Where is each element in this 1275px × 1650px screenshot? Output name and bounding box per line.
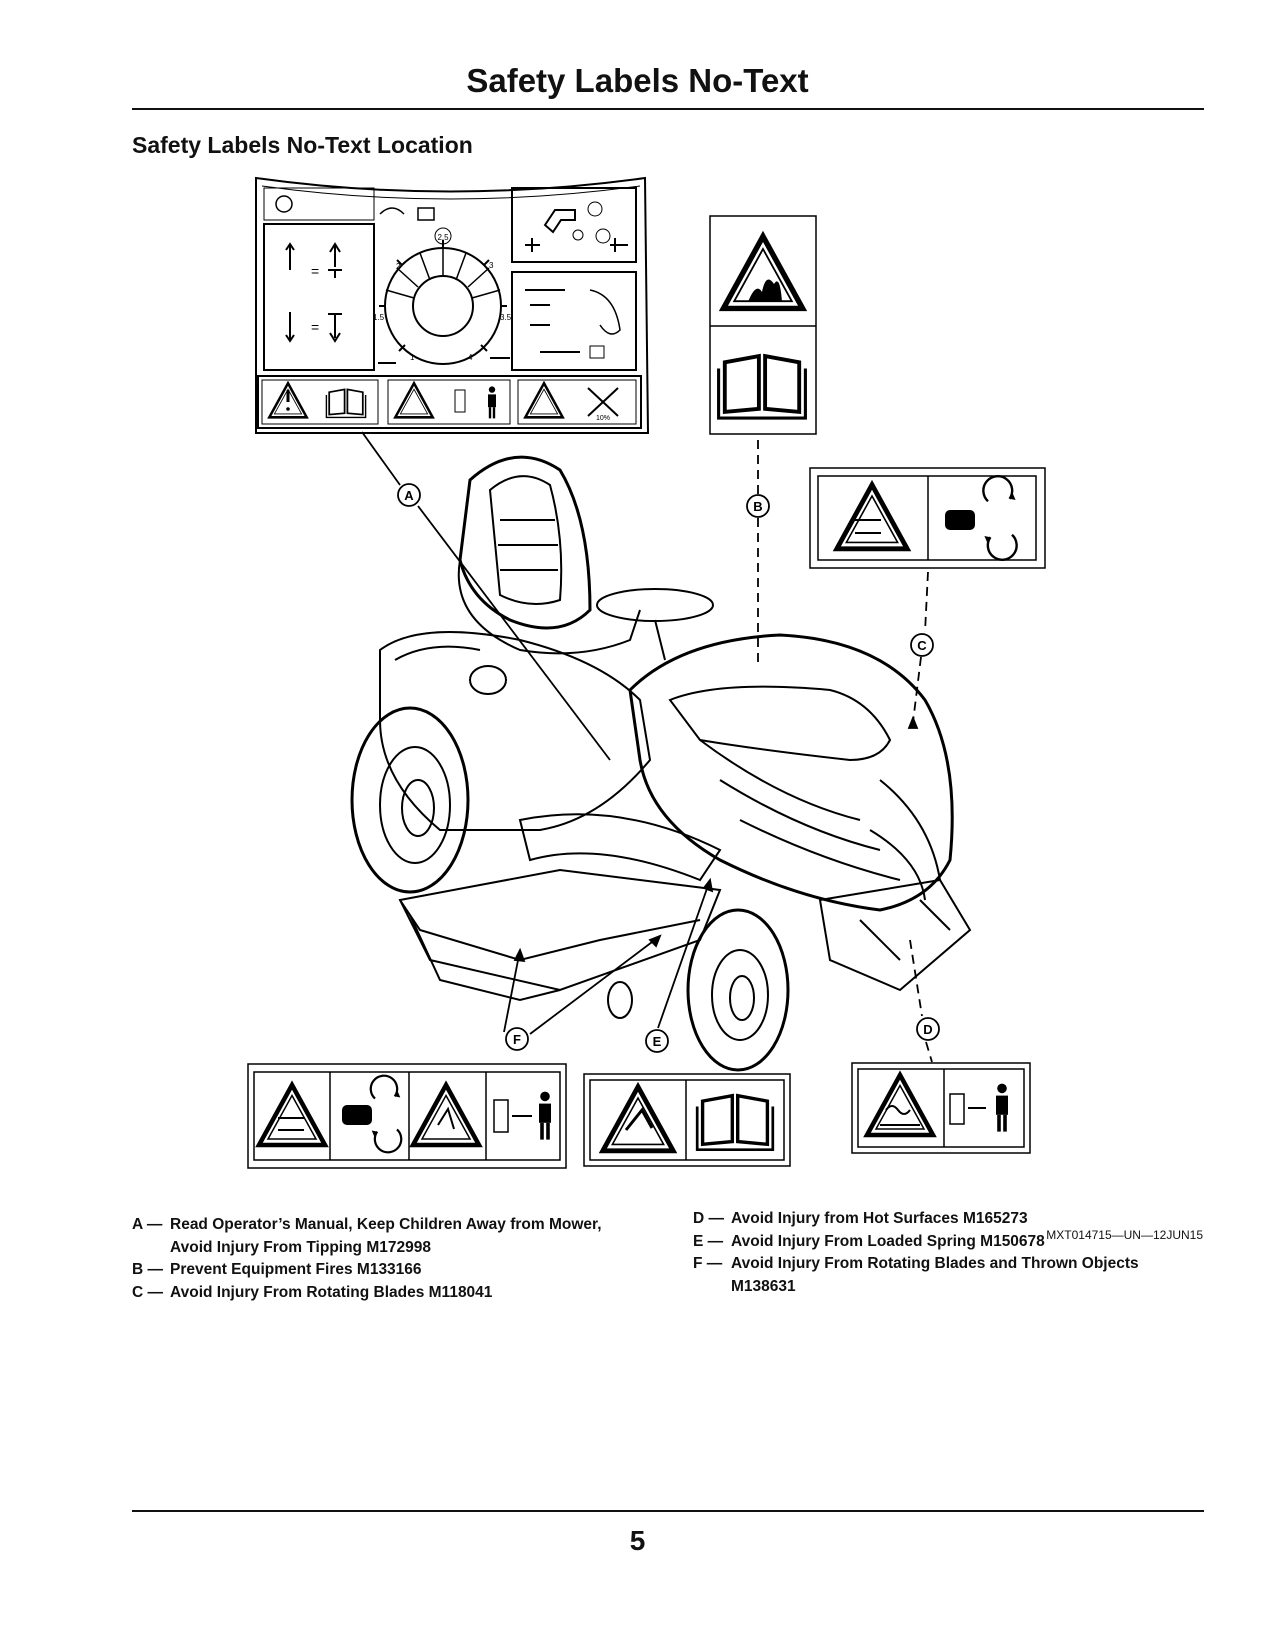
legend-item-c: C — Avoid Injury From Rotating Blades M1… xyxy=(132,1283,493,1301)
legend-item-d: D — Avoid Injury from Hot Surfaces M1652… xyxy=(693,1210,1028,1227)
svg-text:3.5: 3.5 xyxy=(500,313,512,322)
label-d-hot-surface-decal xyxy=(851,1062,1031,1154)
figure-id: MXT014715—UN—12JUN15 xyxy=(1046,1228,1203,1242)
svg-text:D: D xyxy=(923,1022,932,1037)
callout-d: D xyxy=(916,1017,940,1041)
label-f-blade-thrown-objects-decal xyxy=(247,1063,567,1169)
svg-text:E: E xyxy=(653,1034,662,1049)
speed-dial: 2.5 2 3 1.5 3.5 1 4 xyxy=(373,227,512,365)
legend-item-e: E — Avoid Injury From Loaded Spring M150… xyxy=(693,1232,1045,1250)
callout-f: F xyxy=(505,1027,529,1051)
svg-text:3: 3 xyxy=(489,261,494,270)
legend-right: D — Avoid Injury from Hot Surfaces M1652… xyxy=(693,1208,1139,1298)
svg-text:1.5: 1.5 xyxy=(373,313,385,322)
svg-text:1: 1 xyxy=(410,353,415,362)
label-c-rotating-blade-decal xyxy=(809,467,1046,569)
header-rule xyxy=(132,108,1204,110)
label-b-fire-decal xyxy=(709,215,817,435)
svg-text:2.5: 2.5 xyxy=(437,233,449,242)
footer-rule xyxy=(132,1510,1204,1512)
svg-text:10%: 10% xyxy=(596,415,610,422)
svg-text:A: A xyxy=(404,488,414,503)
label-e-loaded-spring-decal xyxy=(583,1073,791,1167)
callout-c: C xyxy=(910,633,934,657)
legend-item-f: F — Avoid Injury From Rotating Blades an… xyxy=(693,1255,1139,1295)
label-a-dash-decal: = = 2.5 2 3 1.5 3.5 1 4 xyxy=(255,176,650,434)
callout-b: B xyxy=(746,494,770,518)
svg-text:4: 4 xyxy=(468,353,473,362)
svg-text:=: = xyxy=(311,263,319,279)
svg-text:=: = xyxy=(311,319,319,335)
legend-left: A — Read Operator’s Manual, Keep Childre… xyxy=(132,1214,602,1304)
legend-item-b: B — Prevent Equipment Fires M133166 xyxy=(132,1261,422,1278)
lawn-tractor-illustration xyxy=(350,455,972,1072)
callout-e: E xyxy=(645,1029,669,1053)
page-number: 5 xyxy=(629,1525,646,1556)
legend-item-a: A — Read Operator’s Manual, Keep Childre… xyxy=(132,1216,602,1256)
svg-text:B: B xyxy=(753,499,762,514)
callout-a: A xyxy=(397,483,421,507)
svg-text:F: F xyxy=(513,1032,521,1047)
page-title: Safety Labels No-Text xyxy=(466,62,809,99)
svg-text:2: 2 xyxy=(396,262,401,271)
leader-lines xyxy=(361,431,933,1063)
svg-text:C: C xyxy=(917,638,927,653)
section-title: Safety Labels No-Text Location xyxy=(132,132,473,158)
